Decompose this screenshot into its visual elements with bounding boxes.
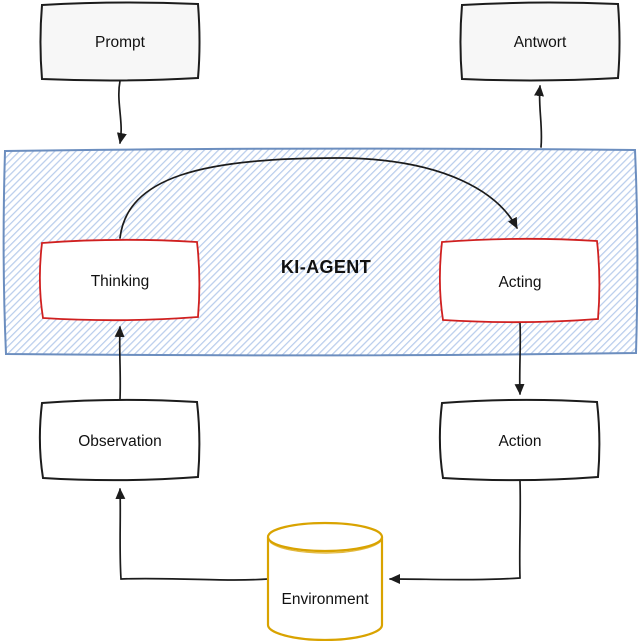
node-prompt: Prompt (39, 1, 201, 82)
node-action-label: Action (498, 433, 541, 450)
edge-prompt-to-agent (116, 80, 127, 144)
node-antwort-shape (459, 1, 621, 82)
node-thinking: Thinking (38, 238, 201, 322)
cylinder-rim-sketch (269, 540, 382, 554)
node-observation-shape (38, 398, 201, 482)
cylinder-top-ellipse (266, 521, 384, 553)
edge-acting-to-action (514, 322, 525, 395)
node-thinking-label: Thinking (91, 273, 150, 290)
node-acting: Acting (438, 237, 601, 324)
edge-observation-to-thinking (114, 326, 125, 400)
node-prompt-label: Prompt (95, 34, 146, 51)
edges (114, 80, 544, 585)
node-environment-label: Environment (281, 591, 369, 608)
edge-thinking-to-acting (119, 157, 518, 239)
cylinder-body (266, 537, 384, 641)
node-observation: Observation (38, 398, 201, 482)
node-action: Action (438, 398, 601, 482)
node-observation-label: Observation (78, 433, 162, 450)
node-acting-label: Acting (498, 274, 541, 291)
node-prompt-shape (39, 1, 201, 82)
node-antwort: Antwort (459, 1, 621, 82)
edge-agent-to-antwort (534, 85, 544, 148)
node-acting-shape (438, 237, 601, 324)
edge-action-to-environment (389, 480, 522, 585)
edge-environment-to-observation (115, 488, 269, 581)
node-thinking-shape (38, 238, 201, 322)
node-environment: Environment (266, 521, 384, 641)
node-action-shape (438, 398, 601, 482)
agent-title: KI-AGENT (281, 257, 371, 277)
node-antwort-label: Antwort (514, 34, 567, 51)
